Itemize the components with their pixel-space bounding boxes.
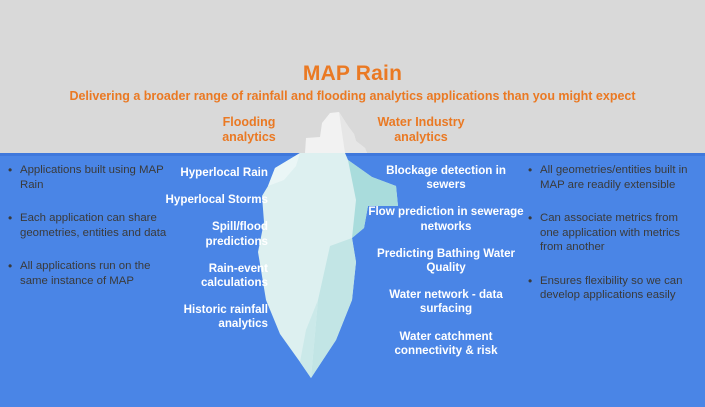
water-industry-analytics-list: Blockage detection in sewers Flow predic… [365, 164, 527, 371]
list-item: • Applications built using MAP Rain [8, 163, 176, 192]
bullet-icon: • [528, 163, 533, 177]
list-item-label: Applications built using MAP Rain [20, 164, 164, 191]
flooding-analytics-item: Rain-event calculations [200, 261, 268, 290]
list-item: • All geometries/entities built in MAP a… [528, 163, 696, 192]
list-item-label: All geometries/entities built in MAP are… [540, 164, 688, 191]
column-header-flooding-line1: Flooding [222, 115, 276, 129]
column-header-water-industry-line1: Water Industry [377, 115, 465, 129]
column-header-flooding-analytics: Flooding analytics [193, 115, 305, 145]
list-item: • Each application can share geometries,… [8, 211, 176, 240]
flooding-analytics-list: Hyperlocal Rain Hyperlocal Storms Spill/… [150, 166, 268, 345]
flooding-analytics-item: Hyperlocal Storms [165, 193, 268, 207]
water-industry-analytics-item: Water catchment connectivity & risk [394, 329, 498, 357]
list-item-label: Each application can share geometries, e… [20, 212, 167, 239]
page-subtitle: Delivering a broader range of rainfall a… [69, 89, 636, 103]
list-item-label: All applications run on the same instanc… [20, 260, 151, 287]
flooding-analytics-item: Spill/flood predictions [205, 220, 269, 248]
bullet-icon: • [8, 211, 13, 225]
column-header-water-industry-analytics: Water Industry analytics [357, 115, 485, 145]
page-title: MAP Rain [302, 62, 403, 85]
water-industry-analytics-item: Flow prediction in sewerage networks [368, 205, 524, 233]
list-item-label: Can associate metrics from one applicati… [540, 212, 680, 253]
waterline [0, 153, 705, 156]
bullet-icon: • [8, 259, 13, 273]
left-bullet-panel: • Applications built using MAP Rain • Ea… [8, 163, 176, 307]
column-header-flooding-line2: analytics [222, 130, 276, 144]
list-item: • Can associate metrics from one applica… [528, 211, 696, 255]
water-industry-analytics-item: Predicting Bathing Water Quality [376, 246, 516, 275]
bullet-icon: • [8, 163, 13, 177]
flooding-analytics-item: Hyperlocal Rain [180, 166, 268, 179]
water-industry-analytics-item: Blockage detection in sewers [386, 164, 506, 192]
bullet-icon: • [528, 273, 533, 288]
bullet-icon: • [528, 211, 533, 225]
water-industry-analytics-item: Water network - data surfacing [389, 288, 503, 316]
list-item: • All applications run on the same insta… [8, 259, 176, 288]
list-item: • Ensures flexibility so we can develop … [528, 274, 696, 303]
list-item-label: Ensures flexibility so we can develop ap… [540, 274, 683, 302]
flooding-analytics-item: Historic rainfall analytics [183, 303, 268, 331]
column-header-water-industry-line2: analytics [394, 130, 448, 144]
right-bullet-panel: • All geometries/entities built in MAP a… [528, 163, 696, 322]
